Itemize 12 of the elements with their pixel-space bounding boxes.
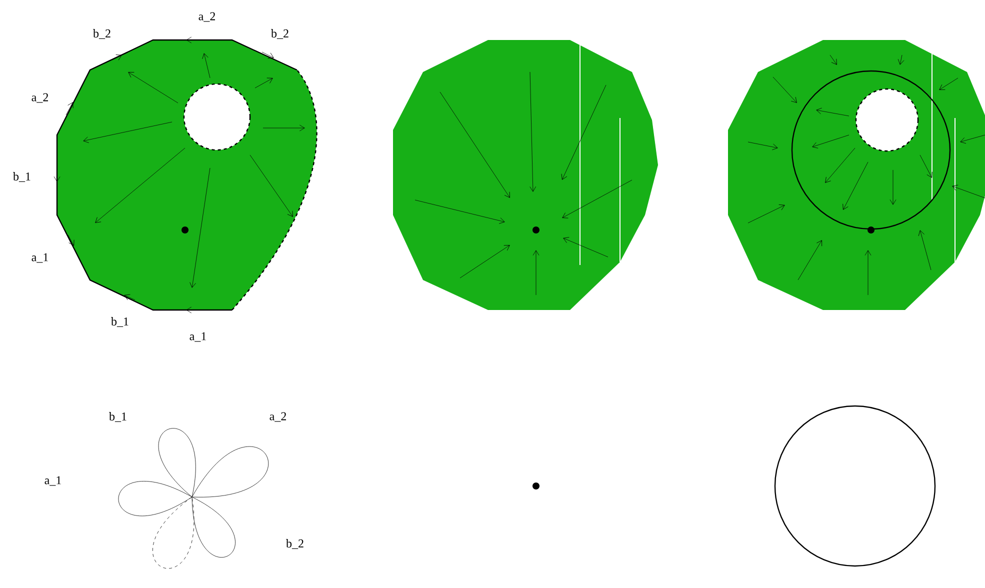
side-label: b_1 — [111, 317, 128, 327]
side-label: a_2 — [32, 93, 48, 103]
side-label: b_1 — [109, 412, 126, 422]
side-label: a_2 — [198, 12, 215, 22]
side-label: a_1 — [44, 476, 61, 486]
side-label: b_2 — [286, 539, 304, 549]
side-label: b_1 — [13, 172, 30, 182]
side-label: a_2 — [270, 412, 286, 422]
side-label: a_1 — [190, 332, 206, 342]
side-label: b_2 — [271, 29, 288, 39]
side-label: b_2 — [93, 29, 110, 39]
side-label: a_1 — [32, 253, 48, 263]
